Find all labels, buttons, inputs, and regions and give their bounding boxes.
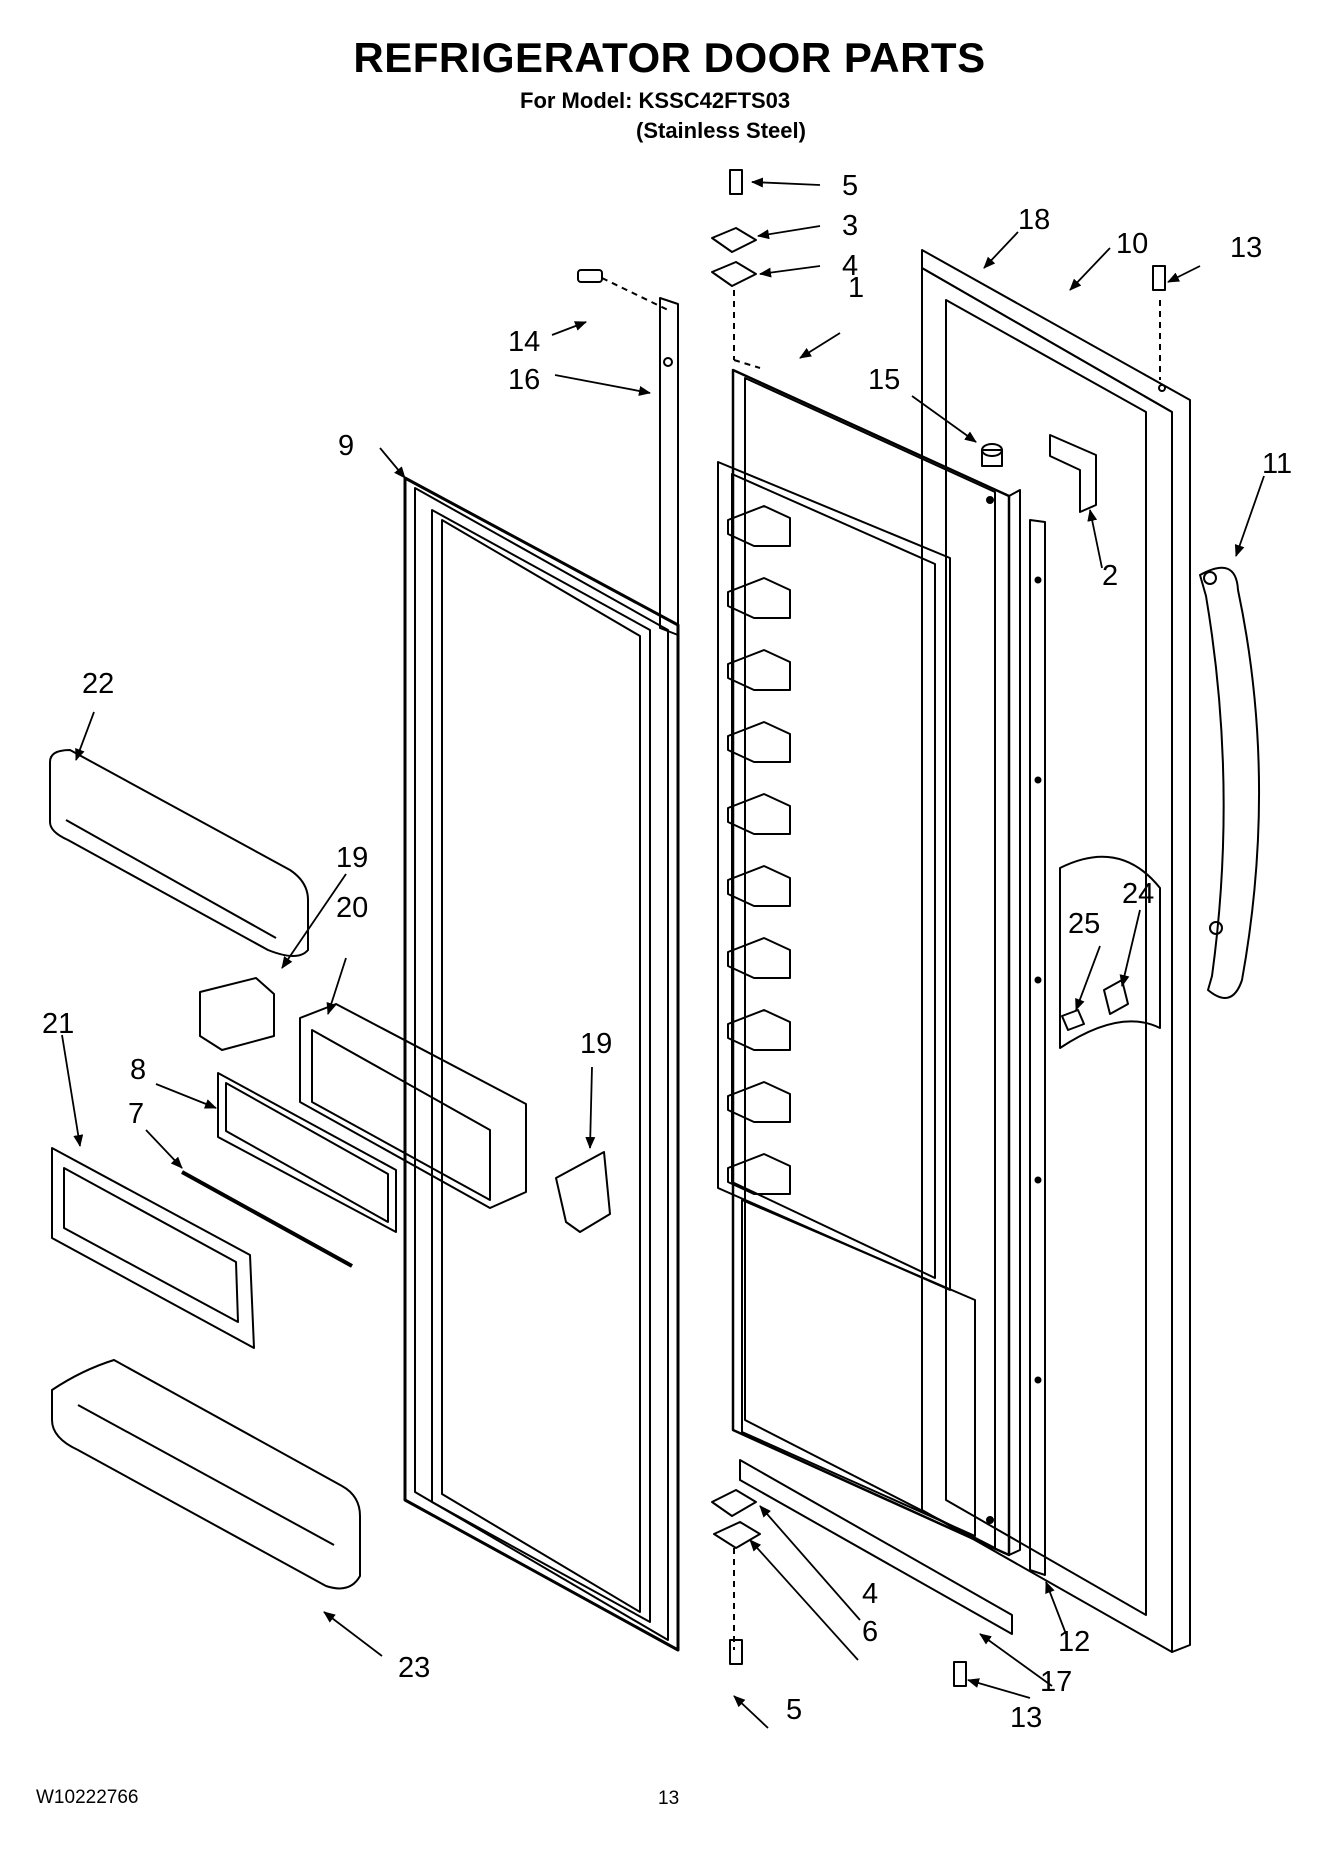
callout-5-bottom: 5 — [786, 1694, 803, 1726]
hinge-part-3 — [711, 227, 757, 253]
callout-15: 15 — [868, 364, 901, 396]
callout-10: 10 — [1116, 228, 1149, 260]
shim-part-4-top — [711, 261, 757, 287]
callout-8: 8 — [130, 1054, 147, 1086]
bin-part-23 — [51, 1359, 361, 1590]
callout-12: 12 — [1058, 1626, 1091, 1658]
callout-11: 11 — [1262, 448, 1293, 480]
hinge-part-6 — [713, 1521, 761, 1549]
callout-1: 1 — [848, 272, 865, 304]
page-number: 13 — [658, 1788, 680, 1809]
side-strip-part-12 — [1029, 519, 1046, 1576]
bin-part-21 — [51, 1147, 255, 1349]
bracket-part-24 — [1103, 979, 1129, 1015]
callout-20: 20 — [336, 892, 369, 924]
clip-part-19-left — [199, 977, 275, 1051]
callout-19-left: 19 — [336, 842, 369, 874]
callout-17: 17 — [1040, 1666, 1073, 1698]
callout-18: 18 — [1018, 204, 1051, 236]
callout-7: 7 — [128, 1098, 145, 1130]
callout-25: 25 — [1068, 908, 1101, 940]
bin-part-22 — [49, 749, 309, 957]
screw-part-5-bottom — [729, 1639, 743, 1665]
page-title: REFRIGERATOR DOOR PARTS — [353, 34, 986, 81]
frame-part-8 — [217, 1072, 397, 1233]
callout-23: 23 — [398, 1652, 431, 1684]
shim-part-4-bottom — [711, 1489, 757, 1517]
callout-14: 14 — [508, 326, 541, 358]
bottom-plate-part-17 — [739, 1459, 1013, 1635]
document-number: W10222766 — [36, 1787, 139, 1808]
door-gasket-part-9 — [403, 476, 680, 1652]
callout-13-top: 13 — [1230, 232, 1263, 264]
callout-3: 3 — [842, 210, 859, 242]
gasket-line-part-18 — [945, 299, 1147, 413]
callout-13-bottom: 13 — [1010, 1702, 1043, 1734]
callout-21: 21 — [42, 1008, 75, 1040]
callout-5-top: 5 — [842, 170, 859, 202]
handle-part-11 — [1199, 566, 1261, 999]
callout-6: 6 — [862, 1616, 879, 1648]
housing-part-20 — [299, 1003, 527, 1209]
callout-4-bottom: 4 — [862, 1578, 879, 1610]
bracket-part-2 — [1049, 434, 1097, 513]
door-shelf-tabs — [727, 505, 791, 1195]
callout-9: 9 — [338, 430, 355, 462]
rod-part-7 — [181, 1170, 353, 1268]
strip-part-16 — [659, 297, 679, 636]
callout-4-top: 4 — [842, 250, 859, 282]
callout-19-right: 19 — [580, 1028, 613, 1060]
callout-16: 16 — [508, 364, 541, 396]
screw-part-13-bottom — [953, 1661, 967, 1687]
finish-line: (Stainless Steel) — [636, 118, 806, 143]
callout-24: 24 — [1122, 878, 1155, 910]
door-liner-part-1 — [717, 368, 1021, 1557]
mounting-plate — [1059, 855, 1161, 1049]
callout-2: 2 — [1102, 560, 1119, 592]
bolt-part-25 — [1061, 1009, 1085, 1031]
screw-part-5-top — [729, 169, 743, 195]
screw-part-14 — [577, 269, 603, 283]
outer-door-part-10 — [921, 249, 1191, 1653]
callout-22: 22 — [82, 668, 115, 700]
clip-part-19-right — [555, 1151, 611, 1233]
screw-part-13-top — [1152, 265, 1166, 291]
model-line: For Model: KSSC42FTS03 — [520, 88, 791, 113]
